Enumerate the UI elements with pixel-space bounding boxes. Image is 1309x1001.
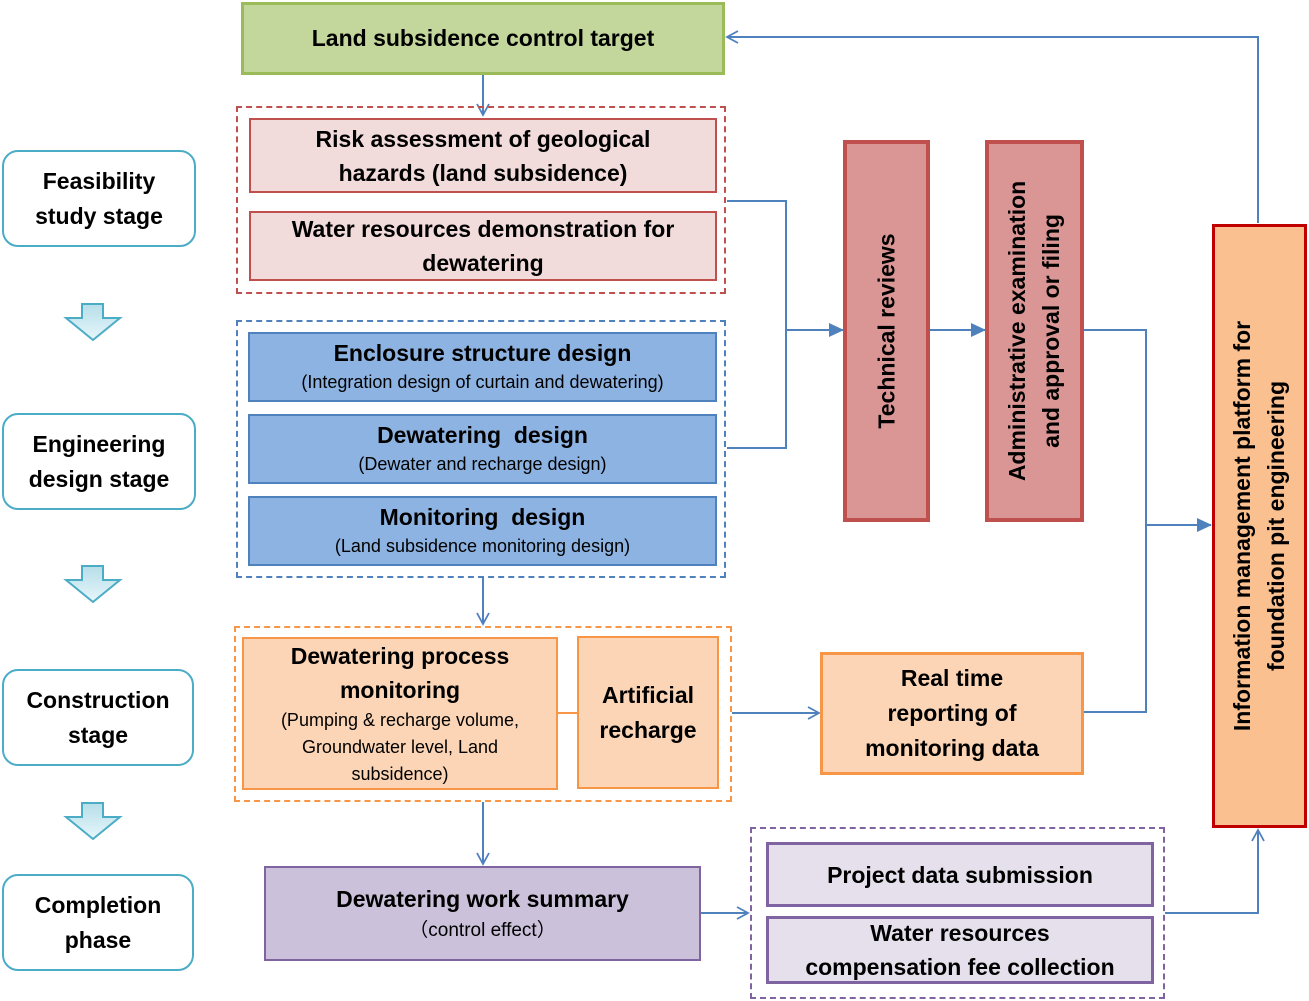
box-text: Water resources demonstration for: [291, 216, 675, 242]
technical-reviews-box: Technical reviews: [843, 140, 930, 522]
box-title: Enclosure structure design: [333, 340, 632, 366]
box-text: Risk assessment of geological: [315, 125, 651, 152]
enclosure-structure-design-box: Enclosure structure design (Integration …: [248, 332, 717, 402]
box-text: hazards (land subsidence): [338, 159, 628, 186]
stage-construction: Construction stage: [2, 669, 194, 766]
dewatering-process-monitoring-box: Dewatering process monitoring (Pumping &…: [242, 637, 558, 790]
down-arrow-icon: [63, 565, 123, 604]
down-arrow-icon: [63, 802, 123, 841]
box-text: dewatering: [422, 250, 544, 276]
stage-label: Completion: [34, 891, 162, 918]
box-text: Artificial: [601, 681, 695, 708]
box-text: reporting of: [887, 700, 1017, 726]
box-title: Dewatering process: [290, 643, 510, 669]
line-feasibility-to-reviews: [727, 200, 787, 449]
box-subtitle: (Integration design of curtain and dewat…: [301, 372, 664, 392]
completion-items-group: [750, 827, 1165, 999]
stage-feasibility: Feasibility study stage: [2, 150, 196, 247]
box-text: compensation fee collection: [805, 954, 1115, 980]
stage-label: study stage: [35, 202, 163, 229]
land-subsidence-control-target: Land subsidence control target: [241, 2, 725, 75]
box-text-line: and approval or filing: [1038, 214, 1065, 448]
dewatering-design-box: Dewatering design (Dewater and recharge …: [248, 414, 717, 484]
stage-label: design stage: [28, 465, 170, 492]
box-subtitle: （control effect）: [409, 919, 556, 941]
construction-group: [234, 626, 732, 802]
down-arrow-icon: [63, 303, 123, 342]
artificial-recharge-box: Artificial recharge: [577, 636, 719, 789]
risk-assessment-box: Risk assessment of geological hazards (l…: [249, 118, 717, 193]
box-title: Monitoring design: [379, 504, 586, 530]
water-resources-demonstration-box: Water resources demonstration for dewate…: [249, 211, 717, 281]
box-text: Technical reviews: [873, 233, 900, 429]
box-text-line: foundation pit engineering: [1263, 380, 1290, 672]
real-time-reporting-box: Real time reporting of monitoring data: [820, 652, 1084, 775]
project-data-submission-box: Project data submission: [766, 842, 1154, 907]
box-text: Real time: [900, 665, 1004, 691]
compensation-fee-collection-box: Water resources compensation fee collect…: [766, 916, 1154, 984]
box-title: Dewatering design: [377, 422, 588, 448]
box-text: recharge: [599, 716, 697, 743]
administrative-examination-box: Administrative examination and approval …: [985, 140, 1084, 522]
box-text: Project data submission: [827, 861, 1093, 888]
stage-completion: Completion phase: [2, 874, 194, 971]
target-label: Land subsidence control target: [311, 25, 655, 51]
box-text: Information management platform for foun…: [1226, 321, 1294, 731]
monitoring-design-box: Monitoring design (Land subsidence monit…: [248, 496, 717, 566]
information-management-platform-box: Information management platform for foun…: [1212, 224, 1307, 828]
box-detail: (Pumping & recharge volume,: [280, 710, 520, 730]
box-detail: Groundwater level, Land: [301, 737, 499, 757]
design-group: [236, 320, 726, 578]
box-subtitle: (Dewater and recharge design): [358, 454, 607, 474]
box-text: Administrative examination and approval …: [1001, 181, 1069, 481]
stage-label: Construction: [26, 686, 170, 713]
line-admin-to-platform: [1083, 329, 1147, 713]
box-detail: subsidence): [351, 764, 449, 784]
stage-label: Engineering: [32, 430, 166, 457]
box-text: monitoring data: [865, 735, 1039, 761]
box-text-line: Administrative examination: [1004, 180, 1031, 482]
arrow-completion-to-platform: [1165, 828, 1265, 914]
box-title: Dewatering work summary: [336, 885, 629, 912]
stage-label: stage: [67, 721, 129, 748]
box-title: monitoring: [339, 677, 461, 703]
box-text-line: Information management platform for: [1229, 320, 1256, 732]
stage-engineering-design: Engineering design stage: [2, 413, 196, 510]
stage-label: Feasibility: [42, 167, 156, 194]
stage-label: phase: [64, 926, 132, 953]
box-text: Water resources: [870, 920, 1050, 946]
box-subtitle: (Land subsidence monitoring design): [334, 536, 631, 556]
dewatering-work-summary-box: Dewatering work summary （control effect）: [264, 866, 701, 961]
feasibility-group: [236, 106, 726, 294]
